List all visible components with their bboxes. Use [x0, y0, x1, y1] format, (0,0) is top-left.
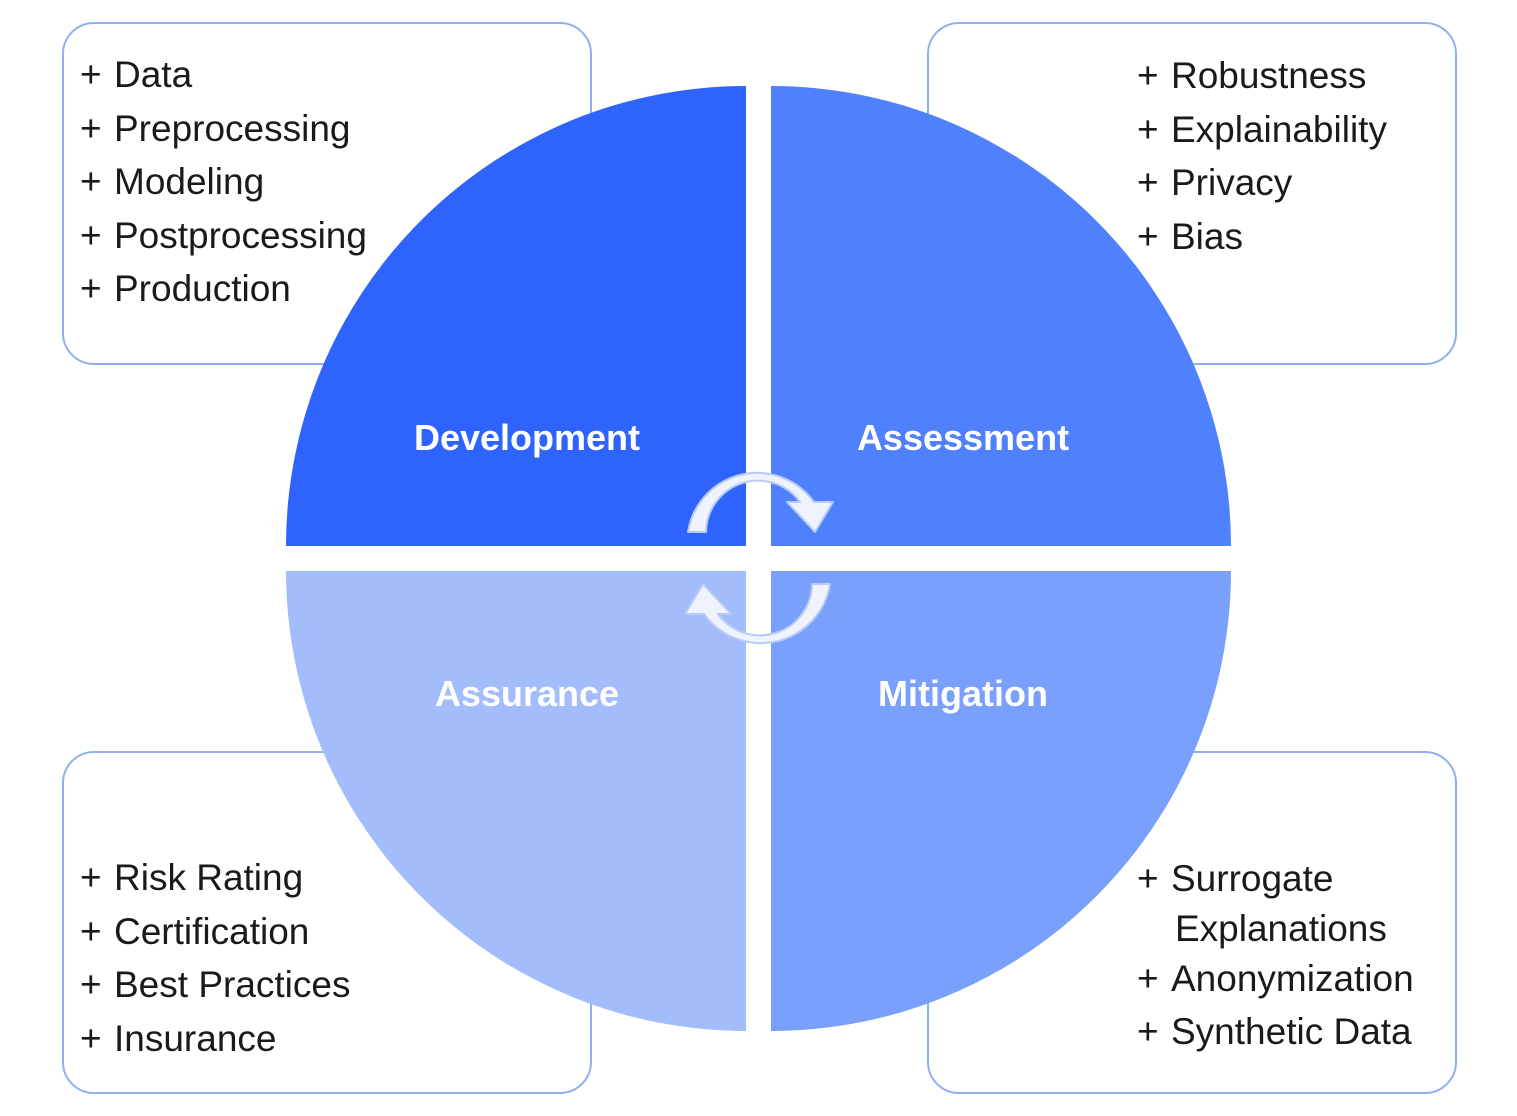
assessment-items-list: Robustness Explainability Privacy Bias: [1137, 49, 1387, 263]
list-item: Bias: [1137, 210, 1387, 264]
list-item: Surrogate: [1137, 852, 1414, 906]
list-item-continuation: Explanations: [1175, 907, 1387, 949]
mitigation-label: Mitigation: [878, 673, 1048, 714]
list-item: Postprocessing: [80, 209, 367, 263]
list-item: Robustness: [1137, 49, 1387, 103]
cycle-arrow-return-icon: [684, 583, 831, 645]
assessment-quadrant: [771, 86, 1231, 546]
list-item: Risk Rating: [80, 851, 350, 905]
list-item: Synthetic Data: [1137, 1005, 1414, 1059]
list-item: Production: [80, 262, 367, 316]
list-item: Modeling: [80, 155, 367, 209]
development-items-list: Data Preprocessing Modeling Postprocessi…: [80, 48, 367, 316]
mitigation-quadrant: [771, 571, 1231, 1031]
assessment-label: Assessment: [856, 417, 1070, 458]
list-item: Privacy: [1137, 156, 1387, 210]
development-label: Development: [413, 417, 641, 458]
assurance-label: Assurance: [434, 673, 620, 714]
list-item: Data: [80, 48, 367, 102]
list-item: Insurance: [80, 1012, 350, 1066]
assurance-items-list: Risk Rating Certification Best Practices…: [80, 851, 350, 1065]
mitigation-items-list: Surrogate Explanations Anonymization Syn…: [1137, 852, 1414, 1059]
list-item: Preprocessing: [80, 102, 367, 156]
list-item: Anonymization: [1137, 952, 1414, 1006]
assurance-quadrant: [286, 571, 746, 1031]
list-item: Best Practices: [80, 958, 350, 1012]
list-item: Explainability: [1137, 103, 1387, 157]
cycle-arrow-clockwise-icon: [687, 471, 834, 533]
list-item: Certification: [80, 905, 350, 959]
development-quadrant: [286, 86, 746, 546]
